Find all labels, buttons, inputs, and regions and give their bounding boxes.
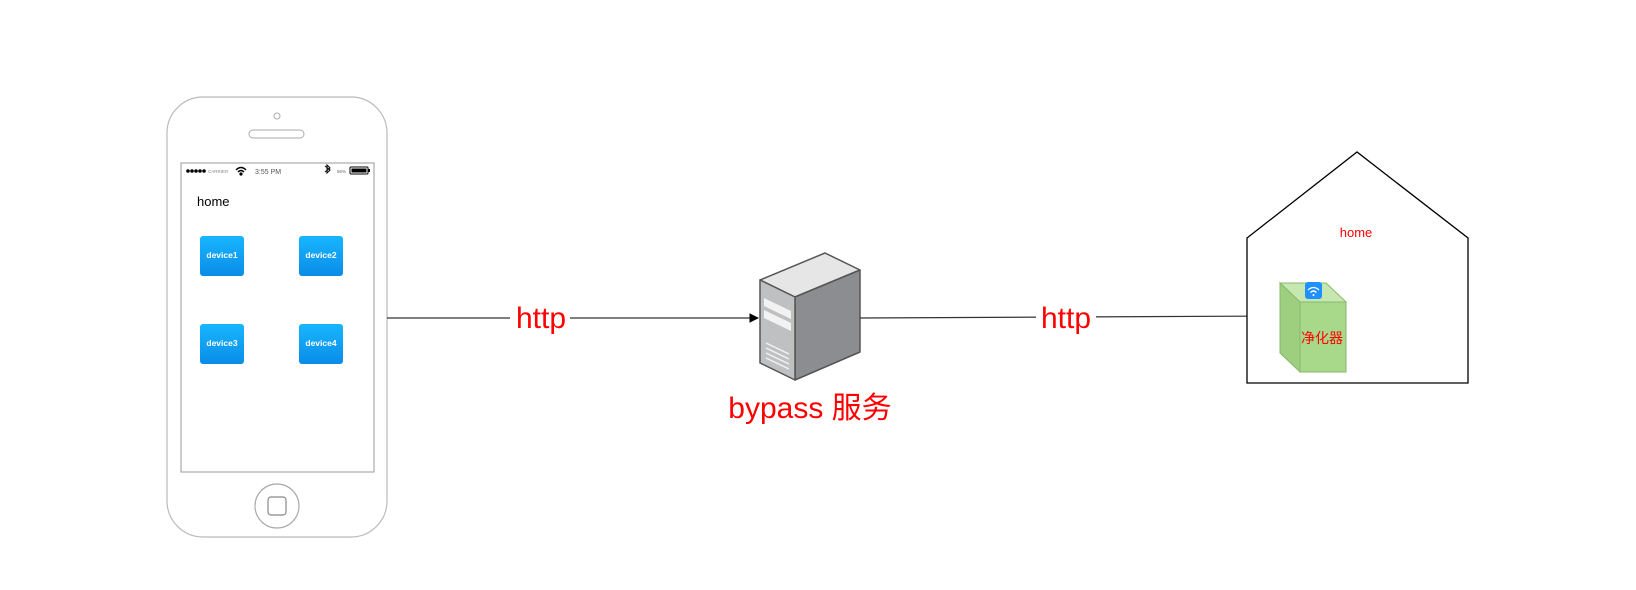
phone-camera (273, 112, 281, 120)
connector-label: http (516, 302, 566, 335)
bluetooth-icon (324, 163, 331, 175)
device-tile-label: device4 (305, 338, 336, 348)
signal-icon (186, 169, 206, 173)
wifi-icon (1305, 282, 1322, 299)
connector-label: http (1041, 302, 1091, 335)
status-carrier: CARRIER (208, 169, 229, 174)
purifier-device: 净化器 (1278, 281, 1348, 374)
phone-mockup: CARRIER 3:55 PM 56% home device1 device2 (166, 96, 388, 538)
server-icon (759, 252, 861, 381)
device-tile[interactable]: device4 (299, 324, 343, 364)
device-tile-label: device3 (206, 338, 237, 348)
phone-screen (180, 162, 375, 473)
connector-server-to-appliance: http (859, 298, 1283, 335)
device-tile[interactable]: device3 (200, 324, 244, 364)
house-label: home (1340, 225, 1373, 240)
device-tile[interactable]: device1 (200, 236, 244, 276)
purifier-label: 净化器 (1301, 331, 1343, 347)
phone-speaker (248, 129, 305, 139)
phone-screen-title: home (197, 194, 230, 209)
wifi-status-icon (235, 166, 247, 176)
status-battery-percent: 56% (337, 169, 346, 174)
connector-phone-to-server: http (387, 298, 759, 335)
device-tile[interactable]: device2 (299, 236, 343, 276)
device-tile-label: device1 (206, 250, 237, 260)
battery-icon (349, 166, 370, 175)
phone-home-button-square (267, 496, 287, 516)
phone-home-button (254, 483, 300, 529)
status-time: 3:55 PM (255, 169, 281, 176)
server-label: bypass 服务 (728, 392, 891, 425)
device-tile-label: device2 (305, 250, 336, 260)
phone-status-bar: CARRIER 3:55 PM 56% (186, 163, 370, 176)
